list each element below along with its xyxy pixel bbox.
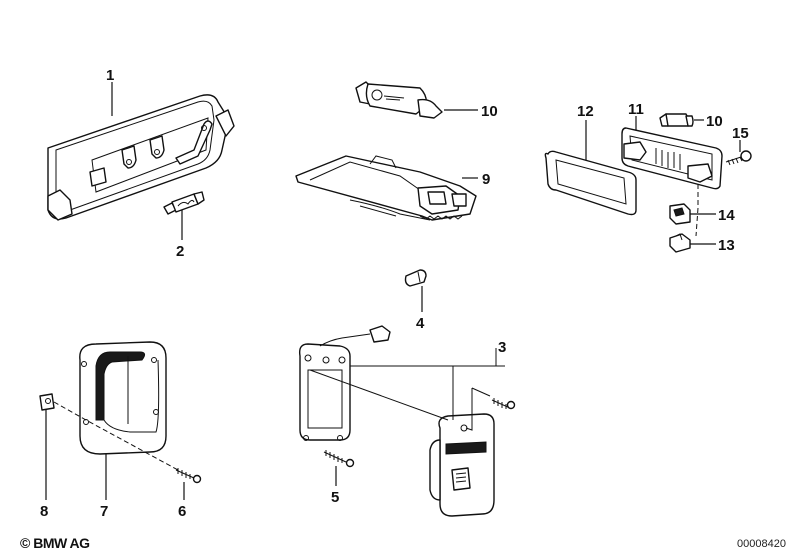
callout-12: 12 xyxy=(577,103,594,120)
callout-1: 1 xyxy=(106,67,114,84)
part-3-screw[interactable] xyxy=(491,398,516,410)
document-number: 00008420 xyxy=(737,538,786,550)
callout-9: 9 xyxy=(482,171,490,188)
part-2-festoon-bulb[interactable] xyxy=(163,191,205,215)
callout-8: 8 xyxy=(40,503,48,520)
callout-2: 2 xyxy=(176,243,184,260)
callout-6: 6 xyxy=(178,503,186,520)
part-7-bezel[interactable] xyxy=(79,341,167,455)
callout-10-right: 10 xyxy=(706,113,723,130)
assembly-line-3 xyxy=(309,348,505,431)
part-10-festoon-bulb-center[interactable] xyxy=(355,81,443,119)
part-13-clip-nut[interactable] xyxy=(669,233,691,253)
copyright-label: © BMW AG xyxy=(20,535,90,551)
callout-7: 7 xyxy=(100,503,108,520)
callout-13: 13 xyxy=(718,237,735,254)
callout-14: 14 xyxy=(718,207,735,224)
part-6-screw[interactable] xyxy=(175,468,202,484)
part-10-festoon-bulb-right[interactable] xyxy=(659,113,694,127)
callout-10-center: 10 xyxy=(481,103,498,120)
part-11-housing[interactable] xyxy=(621,127,723,190)
alignment-line-8-6 xyxy=(53,401,179,471)
part-1-light-housing[interactable] xyxy=(47,94,235,221)
alignment-line-11-13 xyxy=(695,184,699,237)
part-3-lamp-cover[interactable] xyxy=(429,413,495,517)
part-5-screw[interactable] xyxy=(323,450,355,468)
part-12-gasket[interactable] xyxy=(544,150,637,216)
callout-3: 3 xyxy=(498,339,506,356)
part-14-clip[interactable] xyxy=(669,203,691,225)
part-9-lens-tray[interactable] xyxy=(295,155,477,221)
part-5-frame[interactable] xyxy=(298,325,391,441)
callout-15: 15 xyxy=(732,125,749,142)
callout-5: 5 xyxy=(331,489,339,506)
part-15-screw[interactable] xyxy=(725,150,752,166)
leader-lines xyxy=(45,82,741,500)
callout-4: 4 xyxy=(416,315,425,332)
part-4-wedge-bulb[interactable] xyxy=(404,269,427,287)
callout-11: 11 xyxy=(628,101,644,118)
part-8-clip-nut[interactable] xyxy=(39,393,55,411)
